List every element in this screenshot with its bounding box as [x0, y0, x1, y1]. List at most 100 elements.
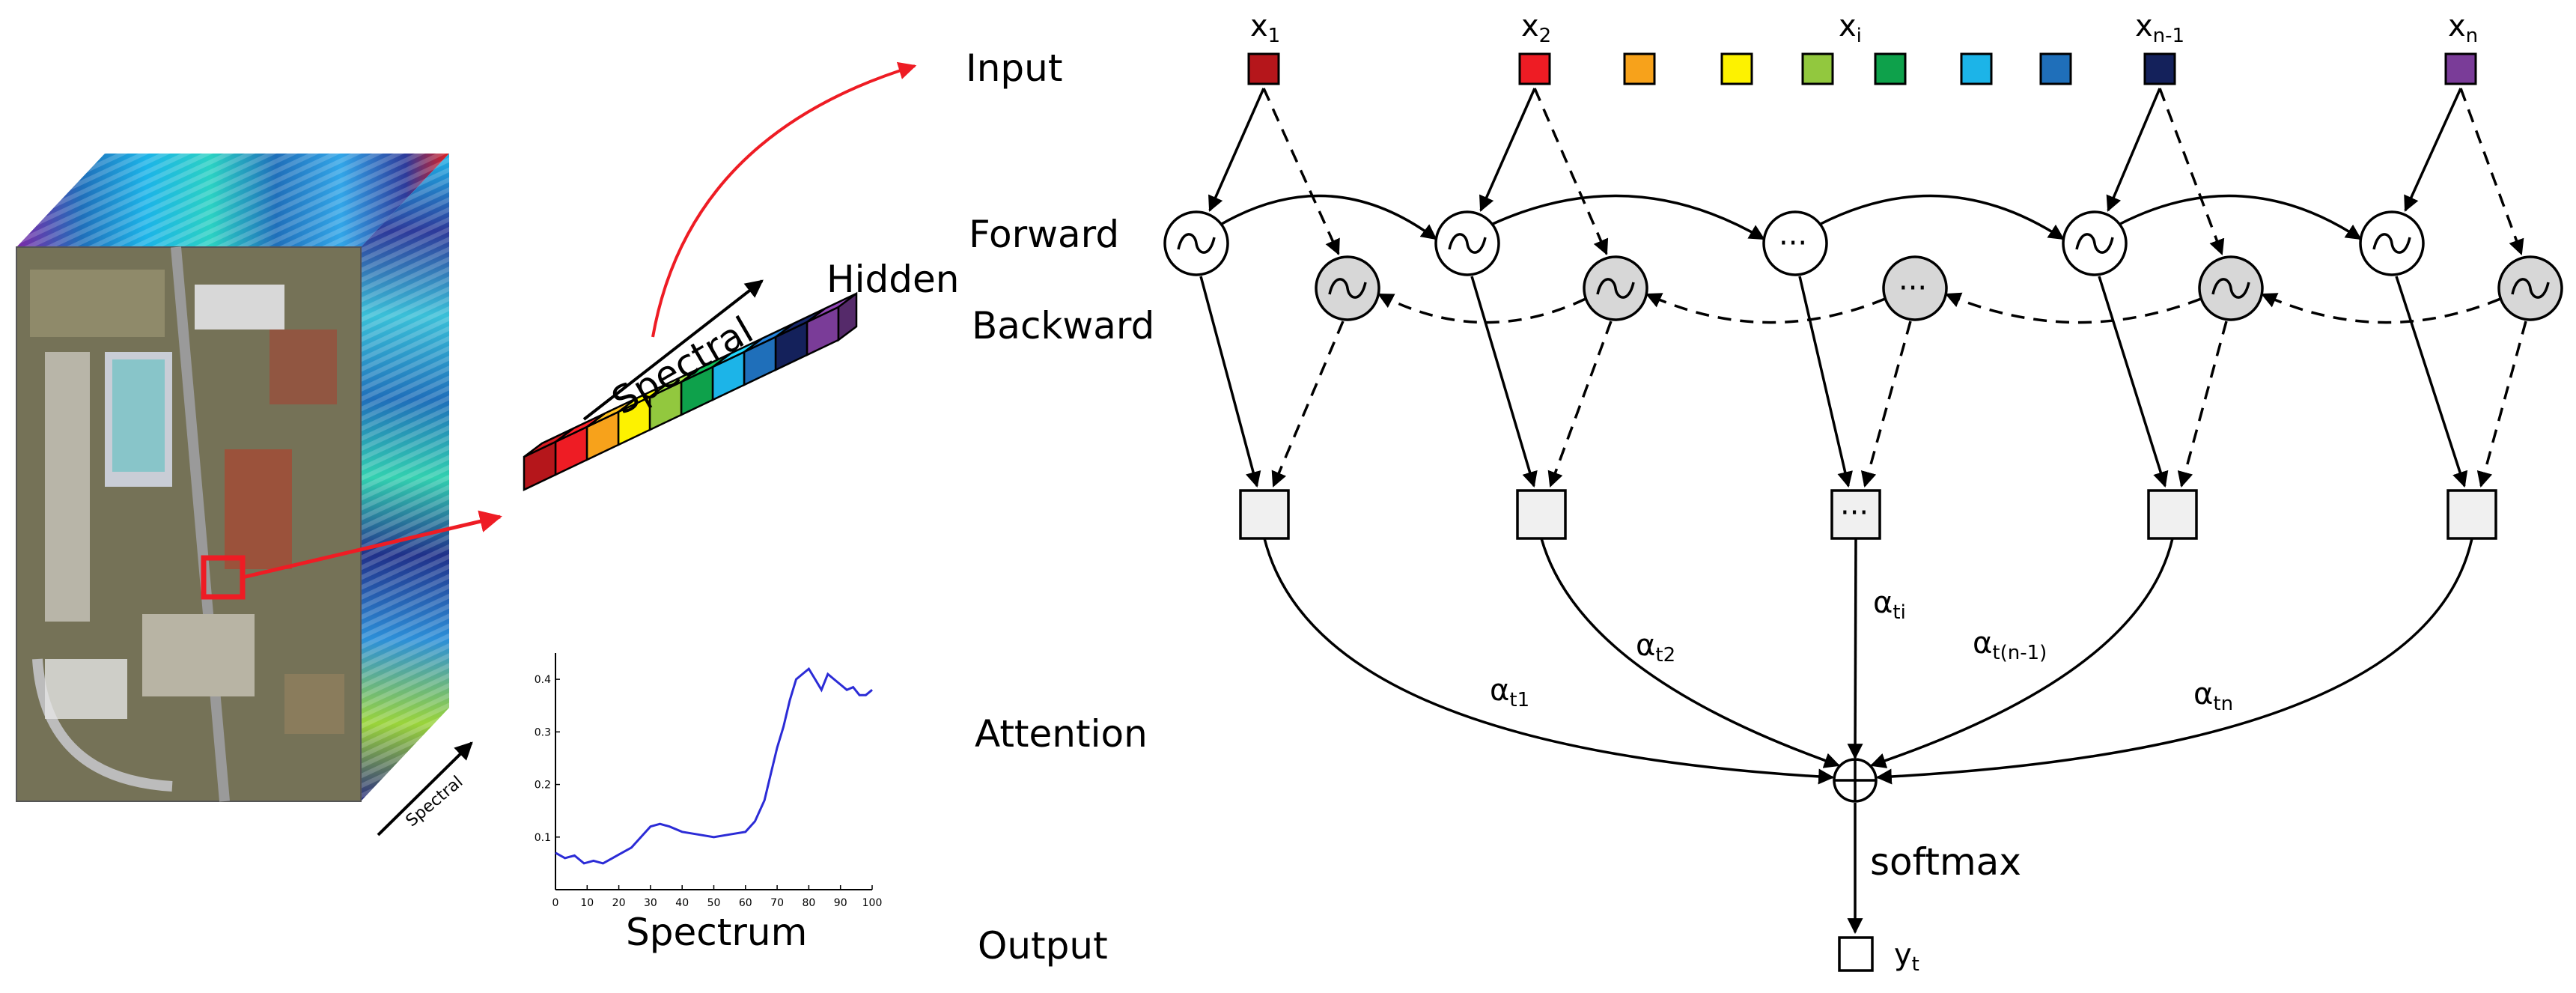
forward-node-2: [1434, 210, 1500, 276]
spectrum-x-tick-label: 60: [739, 897, 752, 909]
backward-to-hidden-edge: [1860, 321, 1912, 488]
attention-weight-t2: αt2: [1636, 628, 1675, 666]
hidden-state-n: [2446, 489, 2497, 540]
spectral-band-cube-4: [617, 382, 669, 446]
backward-node-ellipsis: ···: [1898, 271, 1927, 306]
spectral-band-cube-1: [523, 427, 574, 491]
activation-icon: [1596, 278, 1635, 299]
forward-to-hidden-edge: [1798, 276, 1853, 488]
backward-node-n: [2497, 255, 2563, 321]
backward-node-2: [1583, 255, 1648, 321]
hidden-state-ellipsis: ···: [1840, 496, 1869, 530]
attention-edge-i: [1847, 538, 1863, 760]
input-to-forward-edge: [1208, 88, 1265, 212]
spectrum-x-tick-label: 80: [802, 897, 815, 909]
spectral-band-cube-5: [648, 367, 700, 431]
forward-to-hidden-edge: [2395, 276, 2468, 488]
activation-icon: [2075, 233, 2114, 254]
attention-weights: αt1 αt2 αti αt(n-1) αtn: [1490, 586, 2233, 715]
input-symbols: x1 x2 xi xn-1 xn: [1250, 9, 2478, 47]
forward-to-hidden-edge: [1470, 276, 1538, 488]
backward-to-hidden-edge: [1271, 321, 1345, 488]
forward-recurrent-edge: [1221, 194, 1437, 240]
spectrum-y-tick-label: 0.4: [535, 674, 551, 686]
backward-recurrent-edge: [1377, 293, 1586, 324]
backward-to-hidden-edge: [2476, 321, 2527, 488]
hidden-state-layer: ···: [1239, 489, 2497, 540]
input-to-forward-edge: [2404, 88, 2462, 212]
backward-label: Backward: [972, 304, 1154, 347]
input-cell-band8: [2039, 52, 2072, 85]
input-cell-x2: [1518, 52, 1551, 85]
input-symbol-x1: x1: [1250, 9, 1280, 47]
spectrum-y-tick-label: 0.2: [535, 780, 551, 792]
forward-recurrent-edge: [1492, 194, 1765, 240]
input-cell-band4: [1720, 52, 1753, 85]
sum-node: [1833, 758, 1878, 803]
backward-recurrent-edge: [1645, 293, 1886, 324]
input-to-backward-edge: [2158, 88, 2225, 255]
spectrum-label: Spectrum: [626, 911, 807, 954]
backward-recurrent-edge: [2261, 293, 2501, 324]
input-to-backward-edge: [2459, 88, 2524, 255]
input-layer: [1247, 52, 2477, 85]
input-symbol-xn-1: xn-1: [2135, 9, 2184, 47]
activation-icon: [2372, 233, 2411, 254]
attention-weight-ti: αti: [1873, 586, 1906, 624]
forward-recurrent-edge: [2119, 194, 2362, 240]
pixel-to-spectral-arrow: [242, 510, 502, 580]
input-cell-x1: [1247, 52, 1280, 85]
spectrum-x-tick-label: 0: [552, 897, 559, 909]
forward-node-n-1: [2062, 210, 2128, 276]
hyperspectral-cube: Spectral: [16, 154, 473, 836]
backward-node-n-1: [2198, 255, 2264, 321]
spectrum-x-tick-label: 10: [580, 897, 594, 909]
hidden-state-i: [1830, 489, 1881, 540]
backward-layer: ···: [1315, 255, 2563, 321]
spectrum-y-tick-label: 0.3: [535, 726, 551, 738]
forward-recurrent-edge: [1820, 194, 2065, 240]
hidden-state-n-1: [2147, 489, 2198, 540]
spectrum-x-tick-label: 40: [675, 897, 689, 909]
attention-edge-n-1: [1870, 538, 2174, 768]
output-symbol: yt: [1894, 938, 1919, 976]
forward-node-i: ···: [1762, 210, 1828, 276]
softmax-label: softmax: [1870, 840, 2021, 884]
input-symbol-xn: xn: [2448, 9, 2478, 47]
backward-node-i: ···: [1882, 255, 1948, 321]
spectrum-x-tick-label: 20: [612, 897, 626, 909]
cube-spectral-arrow: [377, 741, 473, 836]
input-to-forward-edge: [1479, 88, 1536, 212]
spectral-direction-arrow: [582, 279, 764, 421]
spectrum-x-tick-label: 30: [644, 897, 657, 909]
attention-weight-t1: αt1: [1490, 673, 1529, 711]
attention-weight-tn-1: αt(n-1): [1973, 626, 2047, 664]
attention-label: Attention: [975, 712, 1148, 756]
hidden-state-2: [1516, 489, 1567, 540]
spectral-band-cube-7: [711, 337, 763, 401]
input-cell-band6: [1874, 52, 1907, 85]
spectral-to-input-arrow: [651, 61, 917, 338]
spectral-band-cube-6: [680, 352, 731, 416]
spectrum-x-tick-label: 90: [834, 897, 847, 909]
input-to-backward-edge: [1533, 88, 1609, 255]
forward-label: Forward: [969, 213, 1119, 256]
activation-icon: [2211, 278, 2250, 299]
backward-node-1: [1315, 255, 1380, 321]
activation-icon: [1177, 233, 1216, 254]
backward-to-hidden-edge: [1547, 321, 1613, 488]
input-cell-band7: [1960, 52, 1993, 85]
spectrum-line: [555, 666, 873, 865]
input-cell-band3: [1623, 52, 1656, 85]
activation-icon: [1448, 233, 1487, 254]
forward-layer: ···: [1163, 210, 2425, 276]
input-cell-xn-1: [2143, 52, 2176, 85]
activation-icon: [1328, 278, 1367, 299]
forward-node-1: [1163, 210, 1229, 276]
spectrum-x-tick-label: 100: [862, 897, 883, 909]
attention-edge-2: [1540, 538, 1840, 768]
output-cell: [1838, 936, 1874, 972]
attention-edge-1: [1263, 538, 1835, 785]
spectral-band-cube-9: [774, 307, 826, 371]
